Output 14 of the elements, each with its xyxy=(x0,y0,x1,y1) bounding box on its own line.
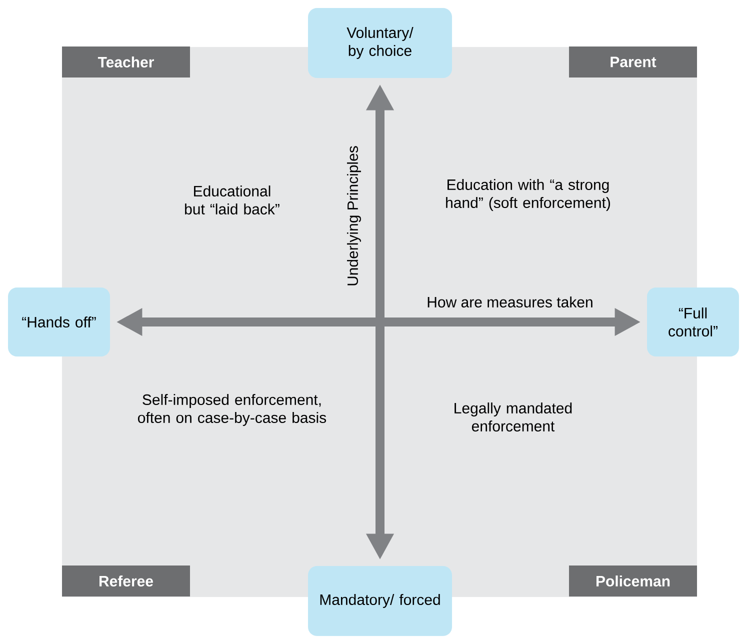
rounded-box: Mandatory/ forced xyxy=(308,566,452,636)
quadrant-text: Legally mandated enforcement xyxy=(454,402,572,432)
edge-label: Underlying Principles xyxy=(345,144,363,288)
quadrant-text: Self-imposed enforcement, often on case-by-case basis xyxy=(138,394,326,426)
edge-label: How are measures taken xyxy=(424,294,596,310)
rounded-box: “Full control” xyxy=(647,288,739,356)
rounded-box: “Hands off” xyxy=(8,288,110,356)
corner-tab: Policeman xyxy=(569,566,697,596)
corner-tab: Referee xyxy=(62,566,190,596)
corner-tab: Parent xyxy=(569,46,697,78)
quadrant-text: Educational but “laid back” xyxy=(185,185,280,214)
quadrant-text: Education with “a strong hand” (soft enforcement) xyxy=(446,179,610,211)
corner-tab: Teacher xyxy=(62,46,190,78)
rounded-box: Voluntary/ by choice xyxy=(308,8,452,78)
